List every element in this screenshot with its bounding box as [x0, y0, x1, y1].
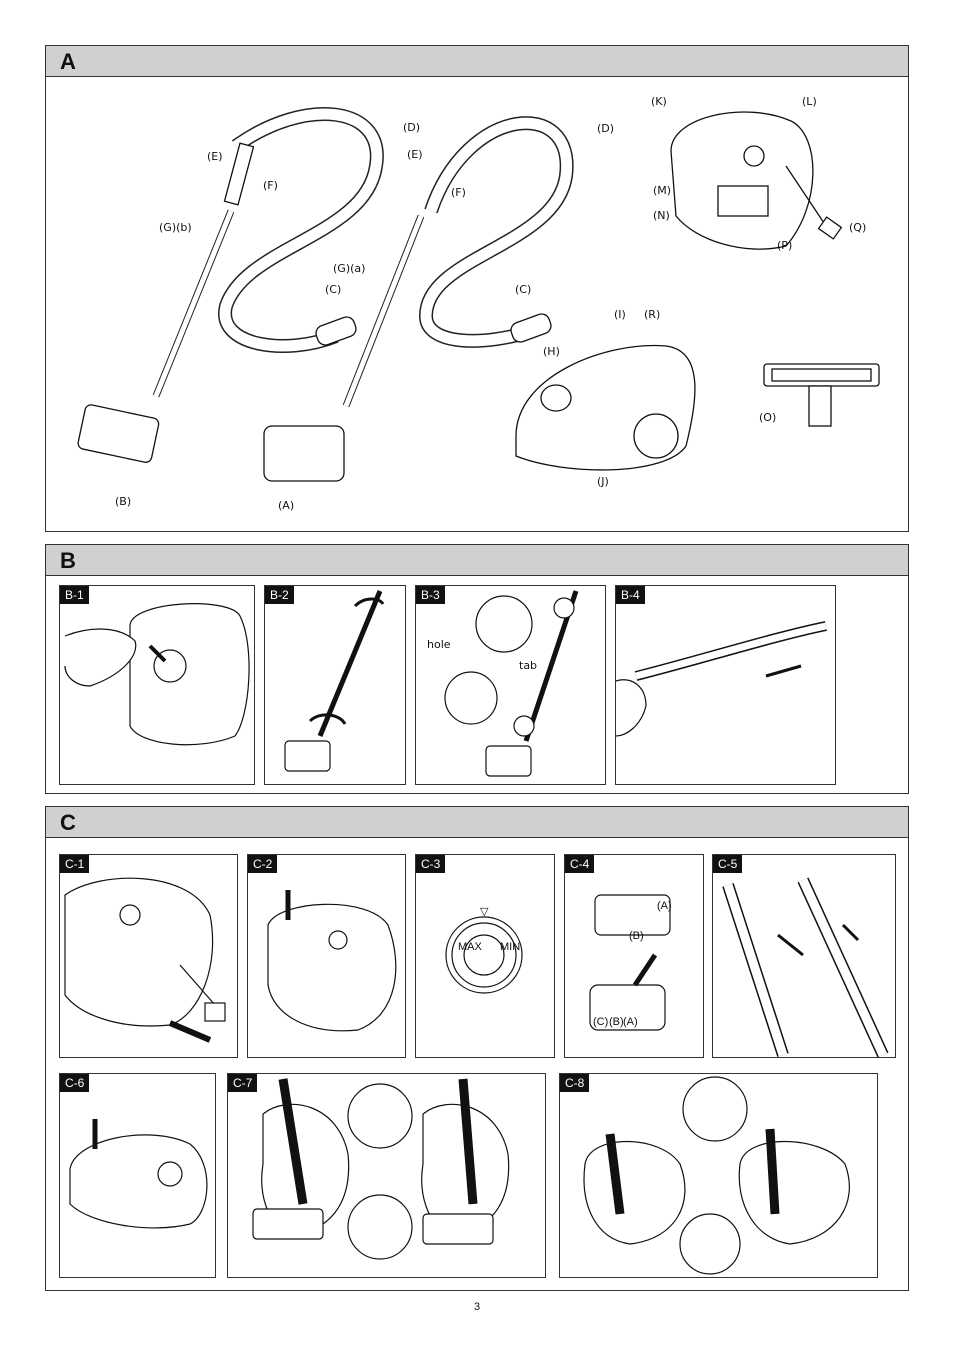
b2-illustration	[284, 590, 385, 772]
b1-illustration	[64, 603, 250, 746]
panel-c6-tag: C-6	[60, 1074, 90, 1092]
callout-e-left: (E)	[207, 150, 223, 163]
panel-c5-tag: C-5	[713, 855, 743, 873]
callout-r: (R)	[644, 308, 661, 321]
callout-g-b: (G)(b)	[159, 221, 192, 234]
section-a-header: A	[46, 46, 908, 77]
panel-b3-tag: B-3	[416, 586, 445, 604]
c3-marker: ▽	[480, 906, 489, 918]
callout-i: (I)	[614, 308, 626, 321]
callout-h: (H)	[543, 345, 560, 358]
panel-c3: C-3 MAX MIN ▽	[415, 854, 555, 1058]
panel-c8: C-8	[559, 1073, 878, 1278]
panel-c8-tag: C-8	[560, 1074, 590, 1092]
b3-hole-label: hole	[427, 638, 451, 651]
panel-b2: B-2	[264, 585, 406, 785]
panel-b3: B-3 hole tab	[415, 585, 606, 785]
c6-illustration	[69, 1119, 208, 1229]
panel-c7-tag: C-7	[228, 1074, 258, 1092]
panel-b1: B-1	[59, 585, 255, 785]
callout-c-right: (C)	[515, 283, 532, 296]
callout-m: (M)	[653, 184, 672, 197]
c2-illustration	[267, 890, 397, 1032]
vacuum-set-a	[263, 116, 574, 482]
section-a-letter: A	[60, 49, 76, 74]
panel-c2-tag: C-2	[248, 855, 278, 873]
callout-f-right: (F)	[451, 186, 466, 199]
panel-b4-tag: B-4	[616, 586, 645, 604]
c4-callout-a-top: (A)	[657, 900, 672, 912]
panel-c1-tag: C-1	[60, 855, 90, 873]
callout-o: (O)	[759, 411, 777, 424]
callout-f-left: (F)	[263, 179, 278, 192]
section-b: B B-1 B-2 B-3	[45, 544, 909, 794]
c3-max-label: MAX	[458, 941, 483, 953]
c5-illustration	[722, 877, 889, 1057]
section-c-letter: C	[60, 810, 76, 835]
callout-j: (J)	[597, 475, 609, 488]
panel-b4: B-4	[615, 585, 836, 785]
callout-q: (Q)	[849, 221, 867, 234]
callout-k: (K)	[651, 95, 667, 108]
c7-illustration	[252, 1078, 510, 1260]
panel-c4: C-4 (A) (B) (C) (B) (A)	[564, 854, 704, 1058]
section-c-header: C	[46, 807, 908, 838]
panel-b1-tag: B-1	[60, 586, 89, 604]
c3-min-label: MIN	[500, 941, 520, 953]
callout-p: (P)	[777, 239, 793, 252]
c4-callout-c: (C)	[593, 1016, 608, 1028]
callout-a: (A)	[278, 499, 295, 512]
callout-d-right: (D)	[597, 122, 615, 135]
callout-e-right: (E)	[407, 148, 423, 161]
callout-n: (N)	[653, 209, 670, 222]
section-b-letter: B	[60, 548, 76, 573]
c8-illustration	[583, 1076, 850, 1275]
c1-illustration	[64, 877, 226, 1043]
floor-nozzle-o	[763, 363, 880, 427]
b4-illustration	[616, 621, 827, 737]
section-c: C C-1 C-2 C-3	[45, 806, 909, 1291]
c3-dial-illustration: MAX MIN ▽	[445, 906, 523, 994]
panel-c1: C-1	[59, 854, 238, 1058]
panel-c4-tag: C-4	[565, 855, 595, 873]
panel-c6: C-6	[59, 1073, 216, 1278]
c4-callout-a-bottom: (A)	[623, 1016, 638, 1028]
panel-c7: C-7	[227, 1073, 546, 1278]
panel-c2: C-2	[247, 854, 406, 1058]
c4-illustration: (A) (B) (C) (B) (A)	[589, 894, 672, 1031]
callout-d-left: (D)	[403, 121, 421, 134]
vacuum-rear-unit	[670, 111, 843, 250]
callout-l: (L)	[802, 95, 817, 108]
c4-callout-b-top: (B)	[629, 930, 644, 942]
b3-illustration	[444, 590, 579, 777]
parts-overview-illustration	[77, 106, 880, 482]
callout-c-left: (C)	[325, 283, 342, 296]
vacuum-set-b	[77, 106, 384, 463]
page-number: 3	[473, 1301, 481, 1313]
c4-callout-b-bottom: (B)	[609, 1016, 624, 1028]
b3-tab-label: tab	[519, 659, 538, 672]
section-a: A	[45, 45, 909, 532]
vacuum-body	[515, 344, 696, 471]
section-b-header: B	[46, 545, 908, 576]
callout-g-a: (G)(a)	[333, 262, 366, 275]
panel-c3-tag: C-3	[416, 855, 446, 873]
panel-c5: C-5	[712, 854, 896, 1058]
panel-b2-tag: B-2	[265, 586, 294, 604]
callout-b: (B)	[115, 495, 132, 508]
